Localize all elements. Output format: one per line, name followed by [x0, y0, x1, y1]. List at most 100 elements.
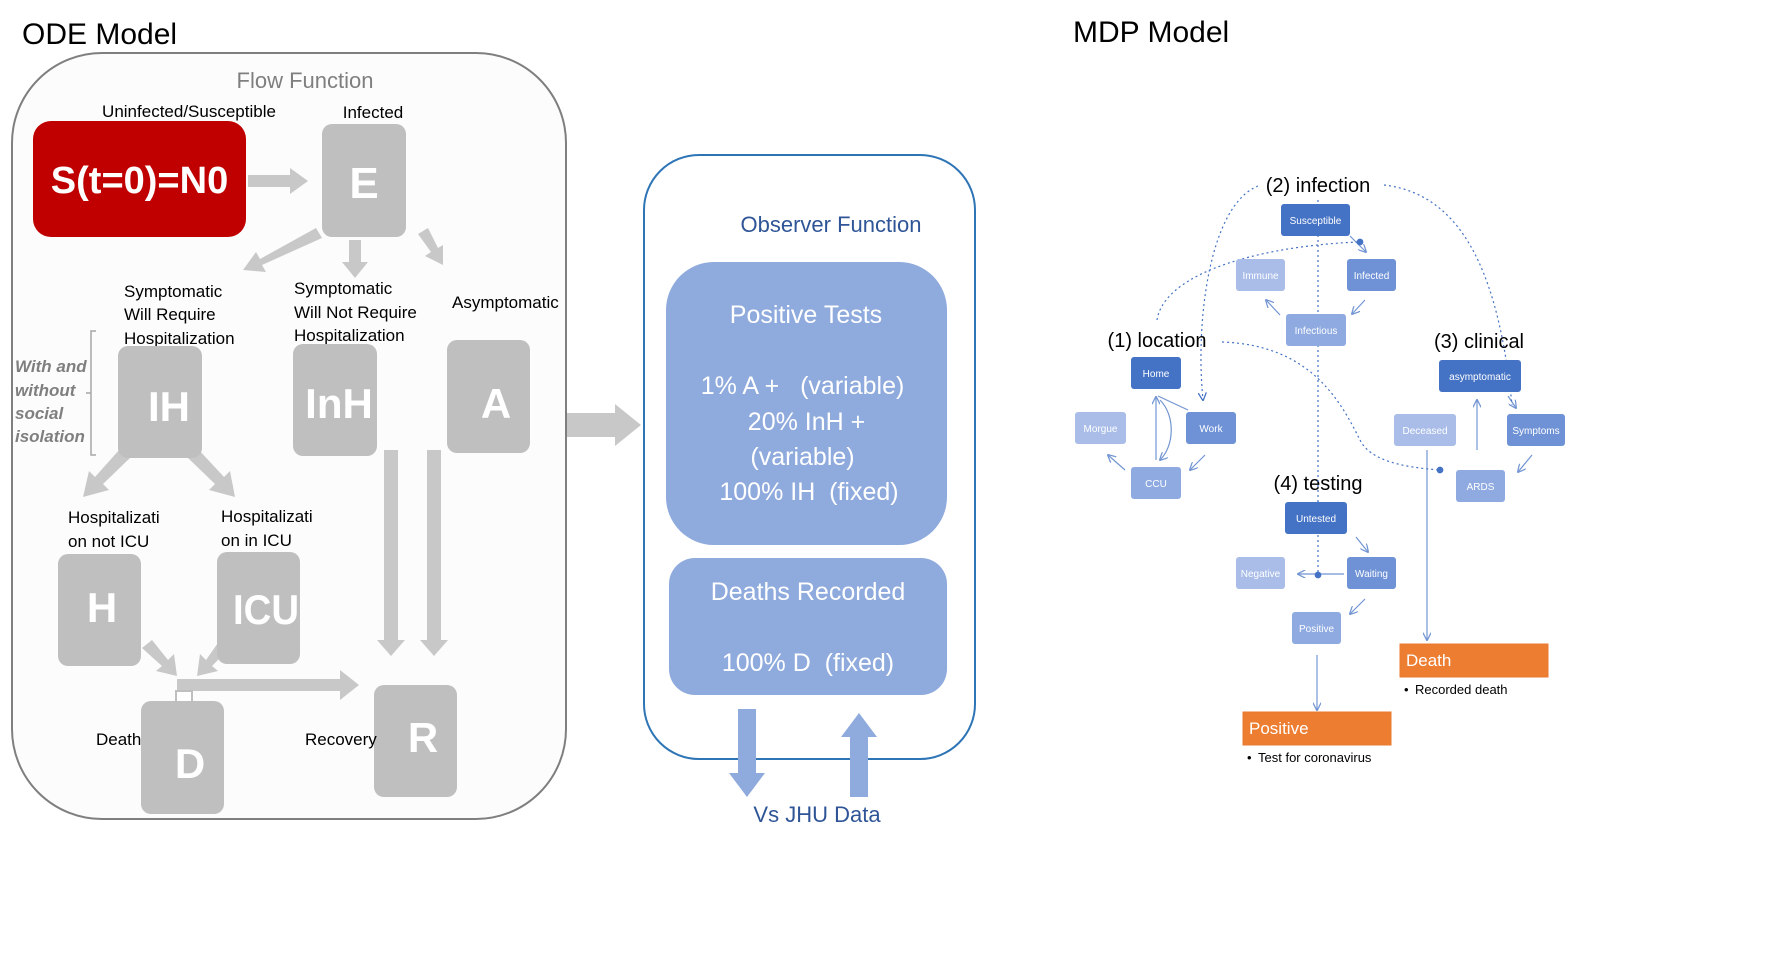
arrow-h-to-d — [142, 640, 177, 676]
node-untested — [1285, 502, 1347, 534]
hosp-icu-label-line2: on in ICU — [221, 531, 292, 550]
flow-function-label: Flow Function — [237, 68, 374, 93]
sym-nohosp-label: Symptomatic Will Not Require Hospitaliza… — [294, 279, 422, 345]
node-susceptible-text: Susceptible — [1290, 216, 1342, 227]
ih-box-text: IH — [148, 383, 190, 430]
e-box — [322, 124, 406, 237]
r-box-text: R — [408, 714, 438, 761]
icu-box-text: ICU — [233, 586, 299, 633]
arrow-symptoms-ards — [1518, 454, 1533, 472]
arrow-work-ccu — [1190, 454, 1206, 470]
susceptible-box-text: S(t=0)=N0 — [51, 160, 228, 202]
arrow-e-to-inh — [342, 240, 368, 278]
sym-hosp-label: Symptomatic Will Require Hospitalization — [124, 282, 235, 348]
a-box-text: A — [481, 380, 511, 427]
infected-label: Infected — [343, 103, 404, 122]
sym-hosp-label-line3: Hospitalization — [124, 329, 235, 348]
h-box-text: H — [87, 584, 117, 631]
arrow-ih-to-icu — [188, 449, 235, 497]
node-deceased — [1394, 414, 1456, 446]
node-untested-text: Untested — [1296, 514, 1336, 525]
arrow-to-observer — [567, 404, 641, 446]
h-box — [58, 554, 141, 666]
sym-nohosp-label-line3: Hospitalization — [294, 326, 405, 345]
arrow-observer-down — [729, 709, 765, 797]
sym-nohosp-label-line1: Symptomatic — [294, 279, 393, 298]
r-box — [374, 685, 457, 797]
deaths-recorded-title: Deaths Recorded — [711, 578, 906, 606]
positive-line-4: 100% IH (fixed) — [719, 478, 898, 506]
inh-box — [293, 344, 377, 456]
d-box-text: D — [175, 740, 205, 787]
arrow-e-to-ih — [243, 228, 322, 272]
arrow-s-to-e — [248, 168, 308, 194]
arrow-asym-symptoms — [1507, 395, 1516, 408]
death-label: Death — [96, 730, 141, 749]
node-infectious — [1286, 314, 1346, 346]
positive-tests-box — [666, 262, 947, 545]
deaths-recorded-line: 100% D (fixed) — [722, 649, 894, 677]
positive-outcome-text: Positive — [1249, 719, 1309, 738]
positive-line-1: 1% A + (variable) — [701, 372, 905, 400]
sym-nohosp-label-line2: Will Not Require — [294, 303, 417, 322]
asym-label: Asymptomatic — [452, 293, 559, 312]
arrow-e-to-a — [418, 228, 443, 265]
sym-hosp-label-line2: Will Require — [124, 305, 216, 324]
inh-box-text: InH — [305, 380, 373, 427]
link-location-to-ards — [1221, 341, 1444, 474]
arrow-work-home — [1157, 395, 1189, 411]
node-work — [1186, 412, 1236, 444]
positive-tests-title: Positive Tests — [730, 301, 882, 329]
node-morgue — [1075, 412, 1126, 444]
positive-line-2: 20% InH + — [748, 408, 865, 436]
node-positive — [1292, 612, 1341, 644]
positive-bullet-text: Test for coronavirus — [1258, 750, 1372, 765]
arrow-ccu-morgue — [1108, 455, 1126, 471]
node-positive-text: Positive — [1299, 624, 1334, 635]
node-ccu — [1131, 467, 1181, 499]
node-asymptomatic — [1439, 360, 1521, 392]
node-negative-text: Negative — [1241, 569, 1281, 580]
positive-tests-lines: 1% A + (variable) 20% InH + (variable) 1… — [701, 372, 912, 506]
node-ards-text: ARDS — [1467, 482, 1495, 493]
death-bullet-text: Recorded death — [1415, 682, 1508, 697]
node-morgue-text: Morgue — [1084, 424, 1118, 435]
hosp-not-icu-label-line2: on not ICU — [68, 532, 149, 551]
node-immune-text: Immune — [1242, 271, 1279, 282]
deaths-recorded-box — [669, 558, 947, 695]
node-symptoms-text: Symptoms — [1512, 426, 1559, 437]
node-waiting — [1347, 557, 1396, 589]
recovery-label: Recovery — [305, 730, 377, 749]
node-asymptomatic-text: asymptomatic — [1449, 372, 1511, 383]
link-infection-to-work — [1201, 185, 1259, 400]
hosp-icu-label-line1: Hospitalizati — [221, 507, 313, 526]
node-infected-text: Infected — [1354, 271, 1390, 282]
ih-box — [118, 346, 202, 458]
isolation-bracket — [86, 330, 96, 456]
icu-box — [217, 552, 300, 664]
node-waiting-text: Waiting — [1355, 569, 1388, 580]
a-box — [447, 340, 530, 453]
node-immune — [1236, 259, 1285, 291]
isolation-note-line1: With and — [15, 357, 87, 376]
arrow-untested-waiting — [1355, 536, 1368, 552]
node-negative — [1236, 557, 1285, 589]
location-label: (1) location — [1108, 330, 1207, 352]
arrow-home-ccu-down — [1160, 399, 1172, 460]
testing-label: (4) testing — [1274, 473, 1363, 495]
arrow-infectious-immune — [1266, 300, 1281, 316]
hosp-not-icu-label: Hospitalizati on not ICU — [68, 508, 164, 551]
hosp-not-icu-label-line1: Hospitalizati — [68, 508, 160, 527]
susceptible-label: Uninfected/Susceptible — [102, 102, 276, 121]
positive-outcome-box — [1242, 711, 1392, 746]
arrow-inh-to-r — [377, 450, 405, 656]
d-box — [141, 701, 224, 814]
isolation-note-line4: isolation — [15, 427, 85, 446]
node-deceased-text: Deceased — [1402, 426, 1447, 437]
node-home-text: Home — [1143, 369, 1170, 380]
isolation-note: With and without social isolation — [15, 357, 91, 446]
arrow-ih-to-h — [83, 449, 130, 497]
arrow-a-to-r — [420, 450, 448, 656]
ode-title: ODE Model — [22, 18, 177, 51]
